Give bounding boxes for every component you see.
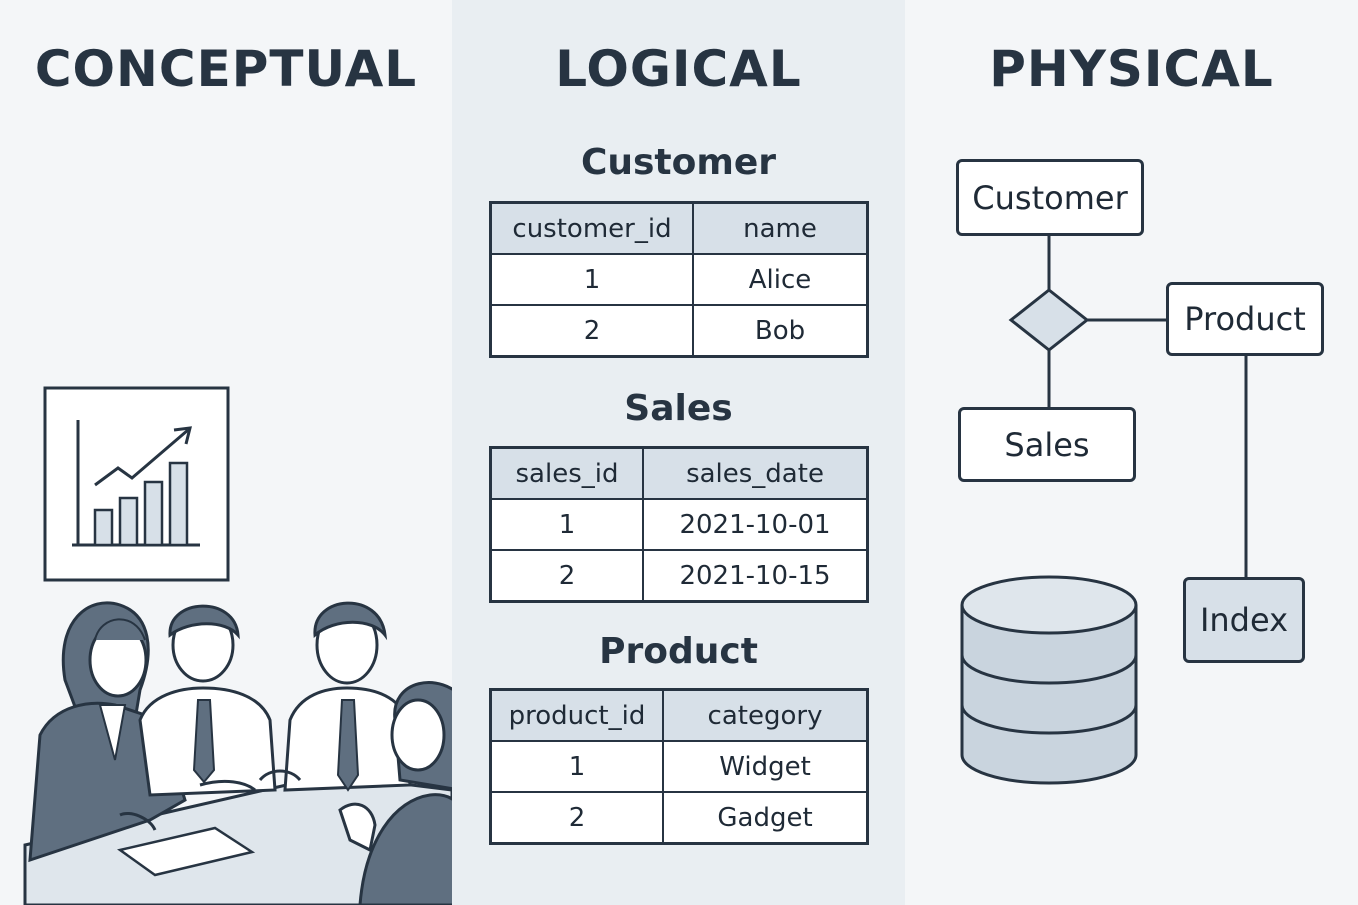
- product-table: product_id category 1 Widget 2 Gadget: [489, 688, 869, 845]
- sales-table: sales_id sales_date 1 2021-10-01 2 2021-…: [489, 446, 869, 603]
- table-cell: 2021-10-01: [642, 498, 869, 551]
- table-row: 1 2021-10-01: [489, 498, 869, 551]
- column-header: name: [692, 201, 869, 255]
- table-header-row: customer_id name: [489, 201, 869, 255]
- physical-title: PHYSICAL: [989, 40, 1274, 98]
- table-cell: 2: [489, 304, 694, 358]
- table-row: 2 2021-10-15: [489, 549, 869, 603]
- table-cell: 1: [489, 740, 664, 793]
- column-header: category: [662, 688, 869, 742]
- table-row: 1 Alice: [489, 253, 869, 306]
- entity-customer: Customer: [956, 159, 1144, 236]
- table-header-row: product_id category: [489, 688, 869, 742]
- column-header: product_id: [489, 688, 664, 742]
- column-header: sales_id: [489, 446, 644, 500]
- logical-panel: LOGICAL Customer customer_id name 1 Alic…: [452, 0, 905, 905]
- table-row: 2 Bob: [489, 304, 869, 358]
- er-diagram-connectors: [960, 235, 1248, 785]
- table-row: 1 Widget: [489, 740, 869, 793]
- person-woman-right-icon: [338, 681, 452, 905]
- column-header: customer_id: [489, 201, 694, 255]
- table-row: 2 Gadget: [489, 791, 869, 845]
- person-man-middle-icon: [138, 604, 277, 797]
- meeting-illustration: [23, 386, 452, 905]
- logical-title: LOGICAL: [555, 40, 802, 98]
- table-cell: Gadget: [662, 791, 869, 845]
- table-header-row: sales_id sales_date: [489, 446, 869, 500]
- conceptual-panel: CONCEPTUAL: [0, 0, 452, 905]
- table-cell: 1: [489, 253, 694, 306]
- entity-product: Product: [1166, 282, 1324, 356]
- product-table-title: Product: [599, 631, 758, 672]
- table-cell: 2: [489, 549, 644, 603]
- table-cell: 2: [489, 791, 664, 845]
- database-icon: [960, 575, 1138, 785]
- table-cell: 1: [489, 498, 644, 551]
- conceptual-title: CONCEPTUAL: [34, 40, 418, 98]
- sales-table-title: Sales: [624, 388, 733, 429]
- entity-sales: Sales: [958, 407, 1136, 482]
- customer-table-title: Customer: [580, 142, 777, 183]
- chart-board-icon: [43, 386, 230, 582]
- table-cell: Alice: [692, 253, 869, 306]
- physical-panel: PHYSICAL Customer Product Sales Index: [905, 0, 1358, 905]
- column-header: sales_date: [642, 446, 869, 500]
- customer-table: customer_id name 1 Alice 2 Bob: [489, 201, 869, 358]
- table-cell: Widget: [662, 740, 869, 793]
- person-man-right-icon: [258, 601, 412, 792]
- diamond-icon: [1008, 288, 1090, 352]
- table-cell: Bob: [692, 304, 869, 358]
- entity-index: Index: [1183, 577, 1305, 663]
- table-cell: 2021-10-15: [642, 549, 869, 603]
